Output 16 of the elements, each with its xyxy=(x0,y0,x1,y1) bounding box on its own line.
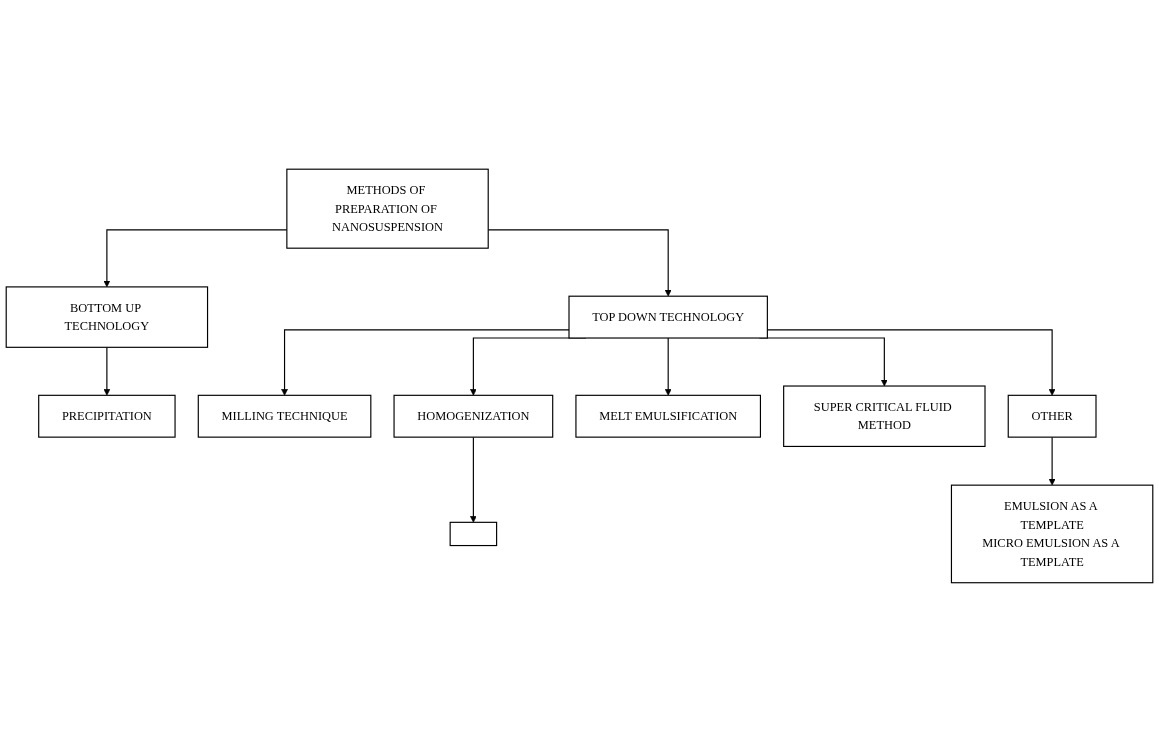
arrow xyxy=(469,436,477,523)
node-box: HOMOGENIZATION xyxy=(393,394,554,438)
node-box: MILLING TECHNIQUE xyxy=(197,394,372,438)
arrow xyxy=(664,336,672,396)
arrow xyxy=(1048,436,1056,485)
node-box: MELT EMULSIFICATION xyxy=(575,394,761,438)
node-box: SUPER CRITICAL FLUID METHOD xyxy=(783,385,986,447)
node-box: BOTTOM UP TECHNOLOGY xyxy=(5,285,209,348)
node-box: TOP DOWN TECHNOLOGY xyxy=(568,295,768,339)
node-box xyxy=(449,521,498,546)
node-box: EMULSION AS A TEMPLATE MICRO EMULSION AS A TEMPLATE xyxy=(950,484,1154,583)
node-box: PRECIPITATION xyxy=(38,394,176,438)
arrow xyxy=(281,328,570,396)
node-box: OTHER xyxy=(1007,394,1097,438)
arrow xyxy=(103,346,111,396)
node-box: METHODS OF PREPARATION OF NANOSUSPENSION xyxy=(286,168,489,249)
